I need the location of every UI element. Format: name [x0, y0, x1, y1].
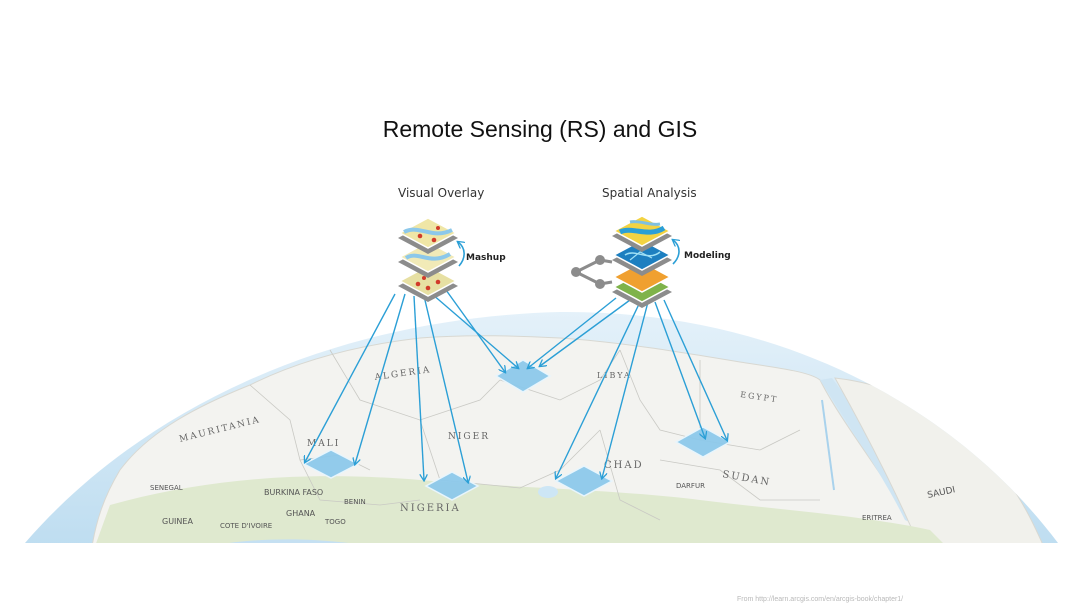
map-label-guinea: GUINEA	[162, 517, 193, 526]
visual-overlay-heading: Visual Overlay	[398, 186, 485, 200]
map-label-eritrea: ERITREA	[862, 514, 892, 522]
map-label-darfur: DARFUR	[676, 482, 705, 490]
map-label-niger: NIGER	[448, 432, 490, 442]
map-label-benin: BENIN	[344, 498, 366, 506]
layer-stack-analysis-icon	[612, 215, 672, 308]
map-label-cote-divoire: COTE D'IVOIRE	[220, 522, 272, 530]
modeling-curved-arrow-icon	[673, 240, 679, 265]
map-label-senegal: SENEGAL	[150, 484, 183, 492]
modeling-label: Modeling	[684, 251, 731, 261]
mashup-curved-arrow-icon	[458, 242, 464, 267]
analysis-arrows	[528, 297, 727, 478]
source-credit: From http://learn.arcgis.com/en/arcgis-b…	[737, 596, 904, 603]
mashup-label: Mashup	[466, 253, 506, 263]
map-label-libya: LIBYA	[597, 371, 632, 380]
map-label-burkina-faso: BURKINA FASO	[264, 488, 323, 497]
map-label-chad: CHAD	[604, 460, 644, 471]
map-label-ghana: GHANA	[286, 509, 316, 518]
map-label-mali: MALI	[307, 439, 340, 449]
overlay-arrows	[305, 289, 518, 482]
slide-title: Remote Sensing (RS) and GIS	[382, 116, 698, 142]
map-label-nigeria: NIGERIA	[400, 503, 461, 514]
ground-tiles	[302, 359, 732, 501]
spatial-analysis-heading: Spatial Analysis	[602, 186, 697, 200]
tile-mali	[302, 449, 360, 479]
map-label-togo: TOGO	[324, 518, 346, 526]
layer-stack-overlay-icon	[398, 217, 458, 302]
network-nodes-icon	[571, 255, 613, 289]
